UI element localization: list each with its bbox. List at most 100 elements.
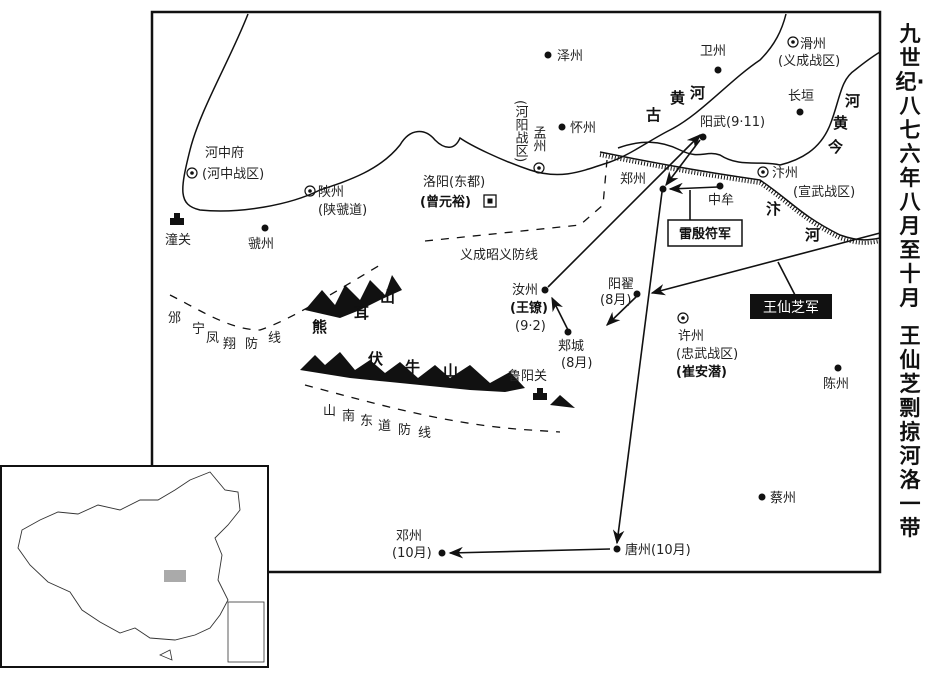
label-shanzhou: 陕州 (318, 185, 344, 200)
river-label-old-yellow-2: 黄 (670, 89, 685, 107)
label-zhongmou: 中牟 (708, 193, 734, 208)
label-yicheng-defense: 义成昭义防线 (460, 247, 538, 263)
tongguan-pass-icon (170, 213, 184, 225)
label-guozhou: 虢州 (248, 237, 274, 252)
map-title: 九世纪·八七六年八月至十月 王仙芝剽掠河洛一带 (895, 22, 925, 540)
title-line-2: 王仙芝剽掠河洛一带 (899, 324, 921, 540)
city-dots (261, 51, 842, 557)
svg-text:王仙芝军: 王仙芝军 (763, 300, 819, 316)
yicheng-defense-line (424, 159, 608, 242)
label-luoyang: 洛阳(东都) (423, 175, 485, 190)
chenzhou-dot (834, 364, 842, 372)
label-tongguan: 潼关 (165, 232, 191, 248)
label-shan-1: 山 (380, 288, 395, 306)
yellow-river-present-course (617, 51, 881, 166)
xiong-er-mountain-icon (305, 275, 402, 318)
yellow-river-old-course (182, 13, 787, 212)
label-er: 耳 (354, 304, 369, 322)
shannan-char: 南 (342, 408, 355, 424)
bianzhou-circle-icon (757, 166, 769, 178)
label-caizhou: 蔡州 (770, 491, 796, 506)
river-label-bian-1: 汴 (766, 200, 781, 218)
label-yangwu: 阳武(9·11) (700, 115, 765, 130)
label-shan-2: 山 (443, 362, 458, 380)
label-ruzhou-date: (9·2) (515, 319, 546, 334)
label-shanguo: (陕虢道) (318, 203, 367, 218)
hezhongfu-circle-icon (186, 167, 198, 179)
label-dengzhou: 邓州 (396, 529, 422, 544)
mengzhou-circle-icon (533, 162, 545, 174)
zezhou-dot (544, 51, 552, 59)
shanzhou-circle-icon (304, 185, 316, 197)
map-frame (150, 10, 882, 574)
label-bianzhou-zone: (宣武战区) (793, 184, 855, 200)
luyangguan-pass-icon (533, 388, 547, 400)
label-hezhong-zone: (河中战区) (202, 167, 264, 182)
river-label-new-yellow-2: 黄 (833, 114, 848, 132)
bian-river-hatch (599, 153, 881, 245)
xuzhou-circle-icon (677, 312, 689, 324)
lei-yinfu-army-label: 雷殷符军 (667, 219, 743, 247)
campaign-routes (448, 133, 881, 559)
river-label-new-yellow-3: 今 (827, 138, 843, 156)
label-zhengzhou: 郑州 (620, 172, 646, 187)
shannan-char: 线 (418, 426, 431, 441)
label-xuzhou-zone: (忠武战区) (676, 347, 738, 362)
label-niu: 牛 (405, 358, 420, 376)
caizhou-dot (758, 493, 766, 501)
label-wang-liao: (王镣) (510, 300, 548, 316)
shannan-char: 山 (323, 404, 336, 419)
label-xiong: 熊 (312, 318, 327, 336)
label-hezhongfu: 河中府 (205, 146, 244, 161)
label-zezhou: 泽州 (557, 49, 583, 64)
route-ruzhou-yangwu (547, 133, 702, 288)
binning-char: 邠 (168, 311, 181, 326)
changyuan-dot (796, 108, 804, 116)
binning-char: 防 (245, 336, 258, 352)
binning-char: 翔 (223, 337, 236, 352)
label-yangdi-date: (8月) (600, 293, 631, 308)
shannan-defense-line (304, 384, 561, 433)
label-cui-anqian: (崔安潜) (676, 364, 727, 380)
jiacheng-dot (564, 328, 572, 336)
guozhou-dot (261, 224, 269, 232)
label-huazhou: 滑州 (800, 37, 826, 52)
china-outline (17, 471, 241, 641)
label-jiacheng: 郏城 (558, 339, 584, 354)
river-label-new-yellow-1: 河 (845, 92, 860, 110)
route-yangwu-zhengzhou (665, 139, 701, 187)
shannan-char: 防 (398, 422, 411, 438)
river-label-bian-2: 河 (805, 226, 820, 244)
shannan-char: 道 (378, 419, 391, 434)
label-ruzhou: 汝州 (512, 283, 538, 298)
label-mengzhou: 孟州 (531, 126, 547, 152)
label-tangzhou: 唐州(10月) (625, 542, 691, 558)
label-changyuan: 长垣 (788, 89, 814, 104)
route-yangdi-jiacheng (605, 296, 637, 327)
funiu-mountain-icon (300, 352, 575, 408)
route-wang-main (650, 232, 881, 296)
label-chenzhou: 陈州 (823, 376, 849, 392)
route-zhongmou-zhengzhou (668, 182, 719, 195)
binning-defense-line (169, 264, 381, 331)
route-jiacheng-ruzhou (551, 296, 569, 331)
route-tangzhou-dengzhou (448, 546, 611, 559)
wang-xianzhi-army-label: 王仙芝军 (750, 294, 832, 319)
label-heyang-zone: (河阳战区) (513, 100, 529, 162)
label-jiacheng-date: (8月) (561, 356, 592, 371)
label-xuzhou: 许州 (678, 329, 704, 344)
yangdi-dot (633, 290, 641, 298)
china-locator-inset (0, 465, 269, 668)
tangzhou-dot (613, 545, 621, 553)
dengzhou-dot (438, 549, 446, 557)
luoyang-capital-icon (483, 194, 497, 208)
zhongmou-dot (716, 182, 724, 190)
zhengzhou-dot (659, 185, 667, 193)
label-zeng-yuanyu: (曾元裕) (420, 194, 471, 210)
binning-char: 宁 (192, 321, 205, 337)
huazhou-circle-icon (787, 36, 799, 48)
label-huazhou-zone: (义成战区) (778, 54, 840, 69)
yangwu-dot (699, 133, 707, 141)
highlight-region (164, 570, 186, 582)
